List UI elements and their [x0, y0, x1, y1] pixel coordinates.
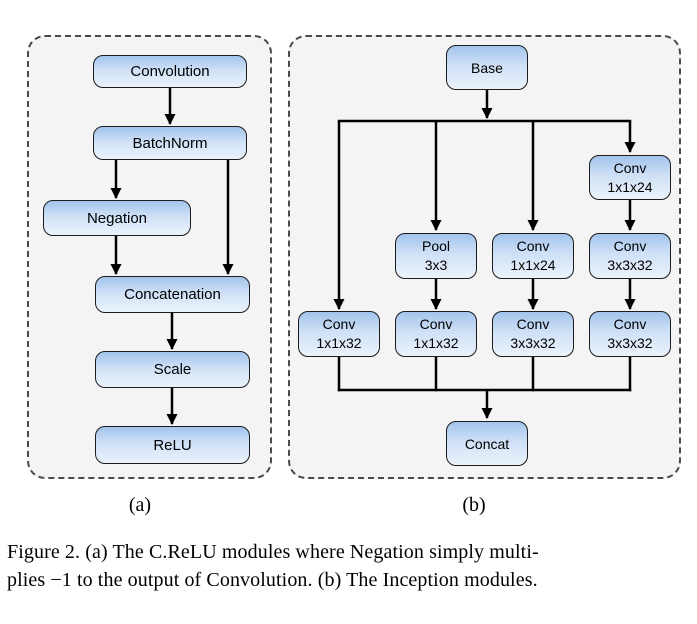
node-branch3-conv-1x1x24: Conv 1x1x24: [492, 233, 574, 279]
node-label-line1: Conv: [322, 316, 356, 332]
node-label-line2: 3x3x32: [607, 257, 653, 273]
figure-caption-line-1: Figure 2. (a) The C.ReLU modules where N…: [7, 541, 539, 563]
node-concat: Concat: [446, 421, 528, 466]
node-label-line2: 3x3x32: [510, 335, 556, 351]
node-label-line2: 1x1x24: [510, 257, 556, 273]
node-relu: ReLU: [95, 426, 250, 464]
node-label-line1: Conv: [613, 238, 647, 254]
node-label-line1: Pool: [421, 238, 451, 254]
panel-a-crelu: Convolution BatchNorm Negation Concatena…: [27, 35, 272, 479]
node-label-line2: 1x1x32: [316, 335, 362, 351]
node-branch2-pool-3x3: Pool 3x3: [395, 233, 477, 279]
node-label-line2: 1x1x24: [607, 178, 653, 195]
node-scale: Scale: [95, 351, 250, 388]
panel-a-connectors: [110, 88, 234, 425]
node-concatenation: Concatenation: [95, 276, 250, 313]
node-label-line1: Conv: [516, 238, 550, 254]
node-base: Base: [446, 45, 528, 90]
node-label-line1: Conv: [613, 159, 647, 176]
node-label-line2: 1x1x32: [413, 335, 459, 351]
node-branch4-conv-3x3x32-b: Conv 3x3x32: [589, 311, 671, 357]
node-negation: Negation: [43, 200, 191, 236]
node-branch4-conv-1x1x24: Conv 1x1x24: [589, 155, 671, 200]
panel-b-inception: Base Conv 1x1x24 Pool 3x3 Conv 1x1x24 Co…: [288, 35, 681, 479]
panel-b-label: (b): [462, 494, 486, 516]
node-branch2-conv-1x1x32: Conv 1x1x32: [395, 311, 477, 357]
node-label-line1: Conv: [516, 316, 550, 332]
figure-caption-line-2: plies −1 to the output of Convolution. (…: [7, 569, 538, 591]
node-label-line1: Conv: [419, 316, 453, 332]
panel-b-connectors: [333, 90, 636, 419]
node-label-line1: Conv: [613, 316, 647, 332]
node-branch3-conv-3x3x32: Conv 3x3x32: [492, 311, 574, 357]
figure-caption: Figure 2. (a) The C.ReLU modules where N…: [7, 538, 695, 594]
panel-a-label: (a): [128, 494, 152, 516]
node-convolution: Convolution: [93, 55, 247, 88]
node-batchnorm: BatchNorm: [93, 126, 247, 160]
node-branch1-conv-1x1x32: Conv 1x1x32: [298, 311, 380, 357]
node-label-line2: 3x3: [424, 257, 448, 273]
node-branch4-conv-3x3x32-a: Conv 3x3x32: [589, 233, 671, 279]
node-label-line2: 3x3x32: [607, 335, 653, 351]
